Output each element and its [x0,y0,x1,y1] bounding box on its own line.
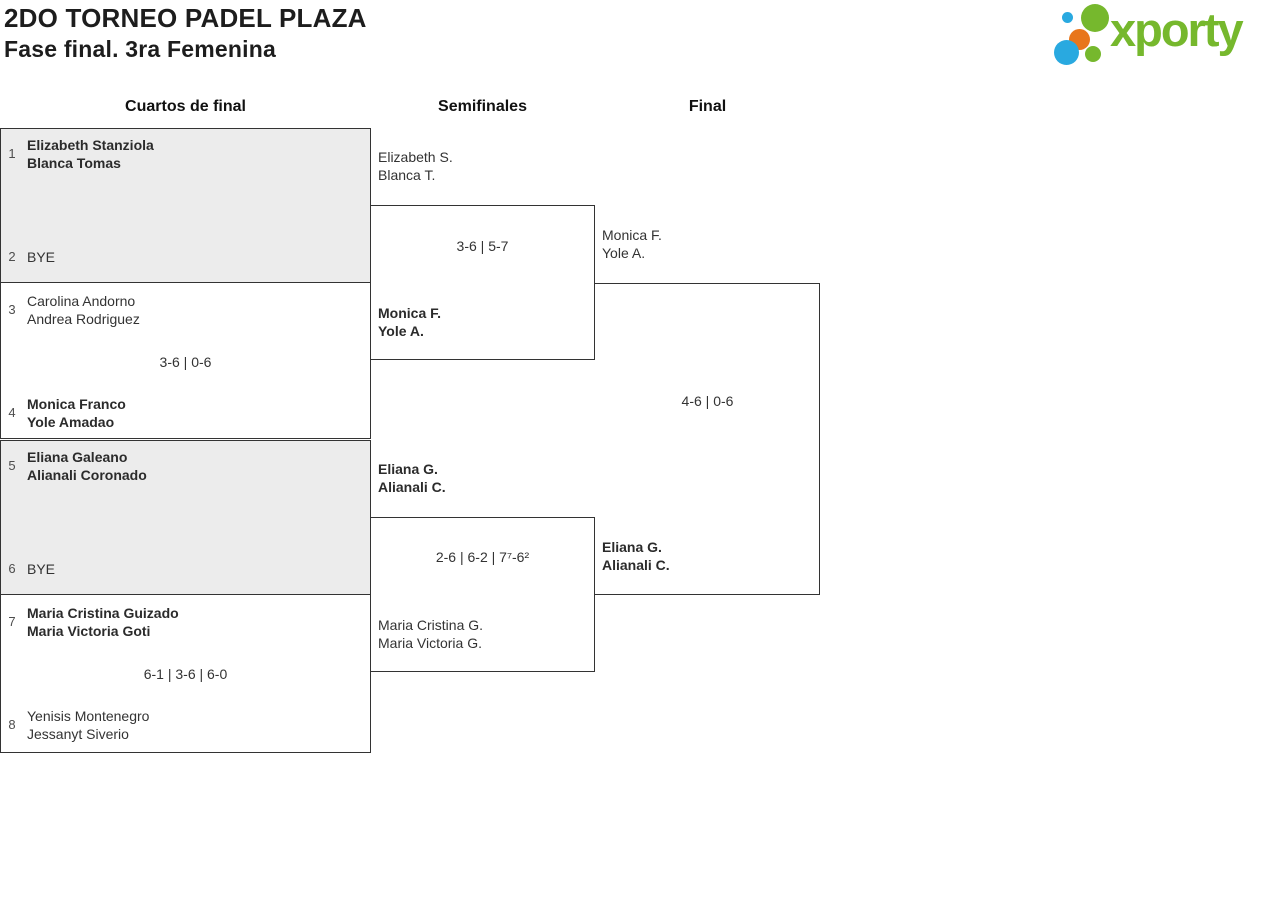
seed-number: 8 [8,717,16,732]
player-name: Elizabeth S. [378,149,453,165]
player-name: Monica F. [378,305,442,321]
team-entry: Carolina Andorno Andrea Rodriguez [27,292,140,328]
logo-dot-blue-small-icon [1062,12,1073,23]
round-header-cuartos: Cuartos de final [125,98,246,115]
seed-number: 4 [8,405,16,420]
match-score: 3-6 | 0-6 [159,354,212,370]
team-entry: Elizabeth S. Blanca T. [378,148,453,184]
logo-wordmark: xporty [1110,3,1244,56]
logo-dot-green-small-icon [1085,46,1101,62]
team-entry: Eliana Galeano Alianali Coronado [27,448,147,484]
xporty-logo: xporty [1048,0,1276,70]
player-name: Alianali C. [378,479,446,495]
player-name: Yole A. [378,323,424,339]
seed-number: 3 [8,302,16,317]
team-entry: Elizabeth Stanziola Blanca Tomas [27,136,154,172]
team-entry: Eliana G. Alianali C. [378,460,446,496]
match-box-qf-4 [0,594,371,753]
team-entry: Monica F. Yole A. [602,226,662,262]
match-box-qf-2 [0,282,371,439]
team-entry: Eliana G. Alianali C. [602,538,670,574]
player-name: Monica Franco [27,396,126,412]
player-name: Maria Cristina G. [378,617,484,633]
match-box-sf-1 [370,205,595,360]
player-name: Eliana Galeano [27,449,128,465]
player-name: Alianali C. [602,557,670,573]
page-subtitle: Fase final. 3ra Femenina [4,36,276,62]
player-name: Yole Amadao [27,414,115,430]
match-box-sf-2 [370,517,595,672]
player-name: BYE [27,249,56,265]
team-entry: Monica F. Yole A. [378,304,441,340]
match-score: 6-1 | 3-6 | 6-0 [143,666,228,682]
seed-number: 6 [8,561,16,576]
player-name: Maria Victoria Goti [27,623,151,639]
seed-number: 5 [8,458,16,473]
team-entry-bye: BYE [27,560,55,578]
match-score: 4-6 | 0-6 [681,393,734,409]
match-score: 3-6 | 5-7 [456,238,509,254]
player-name: Alianali Coronado [27,467,147,483]
team-entry: Maria Cristina G. Maria Victoria G. [378,616,483,652]
team-entry: Monica Franco Yole Amadao [27,395,126,431]
match-score: 2-6 | 6-2 | 7⁷-6² [435,549,530,565]
player-name: Yole A. [602,245,646,261]
team-entry: Yenisis Montenegro Jessanyt Siverio [27,707,149,743]
player-name: Eliana G. [602,539,662,555]
player-name: Eliana G. [378,461,438,477]
player-name: Yenisis Montenegro [27,708,150,724]
player-name: Blanca T. [378,167,436,183]
player-name: BYE [27,561,56,577]
match-box-final [595,283,820,595]
round-header-semifinales: Semifinales [438,98,527,115]
page-title-block: 2DO TORNEO PADEL PLAZA Fase final. 3ra F… [4,2,367,64]
player-name: Maria Cristina Guizado [27,605,179,621]
player-name: Monica F. [602,227,662,243]
logo-dot-blue-large-icon [1054,40,1079,65]
seed-number: 1 [8,146,16,161]
round-header-final: Final [688,98,727,115]
player-name: Elizabeth Stanziola [27,137,154,153]
page-title: 2DO TORNEO PADEL PLAZA [4,3,367,33]
team-entry: Maria Cristina Guizado Maria Victoria Go… [27,604,179,640]
player-name: Carolina Andorno [27,293,136,309]
seed-number: 2 [8,249,16,264]
player-name: Jessanyt Siverio [27,726,129,742]
player-name: Maria Victoria G. [378,635,482,651]
player-name: Blanca Tomas [27,155,121,171]
logo-dot-green-large-icon [1081,4,1109,32]
team-entry-bye: BYE [27,248,55,266]
player-name: Andrea Rodriguez [27,311,140,327]
seed-number: 7 [8,614,16,629]
